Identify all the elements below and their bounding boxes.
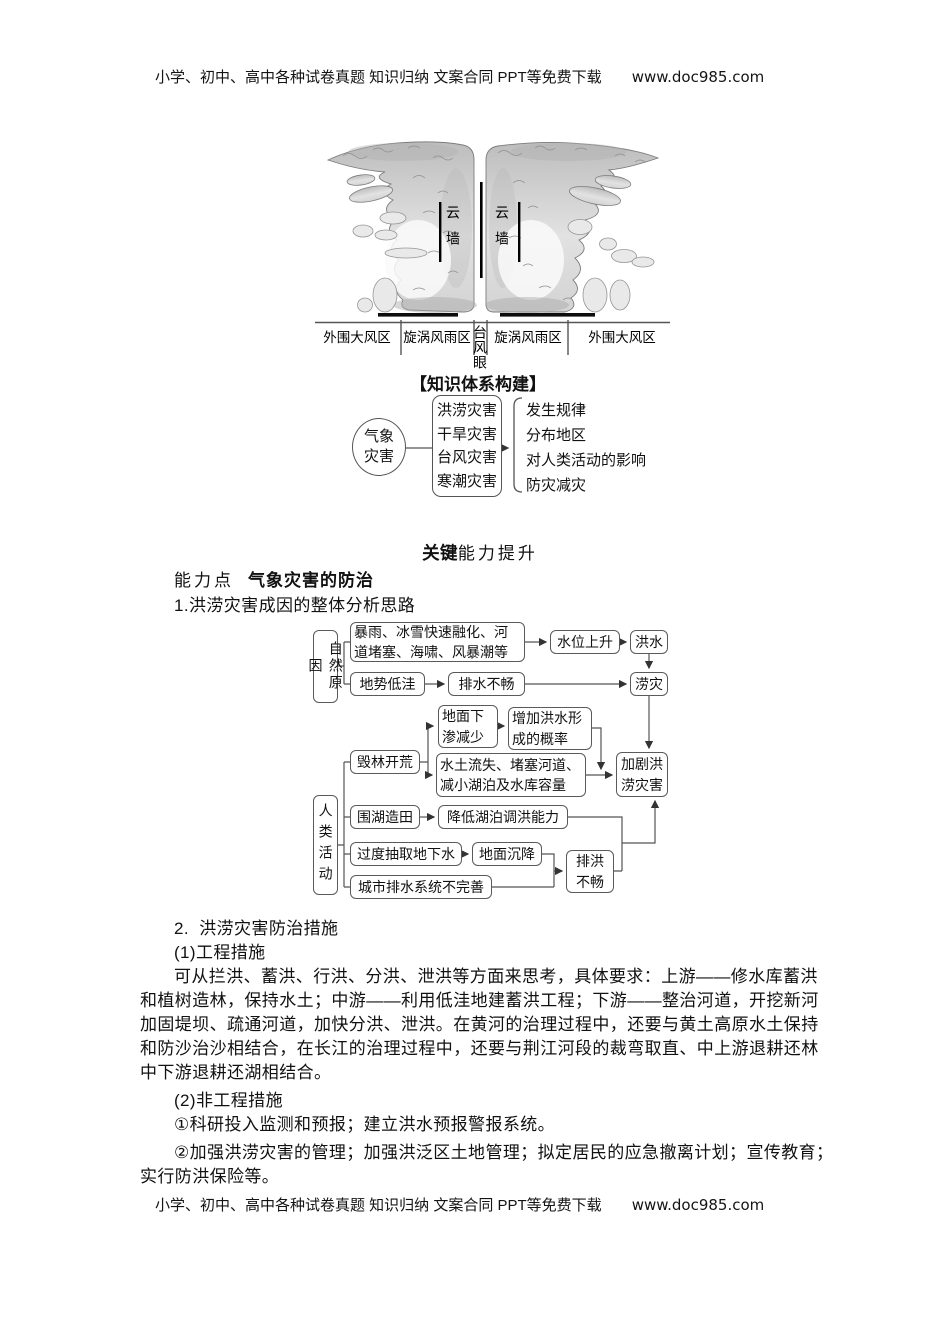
aspect-item: 发生规律: [526, 402, 587, 419]
section-heading-rest: 能力提升: [457, 544, 538, 563]
flow-node-low-terrain: 地势低洼: [350, 672, 425, 696]
ability-point-label: 能力点: [174, 571, 234, 590]
paragraph-line: 和防沙治沙相结合，在长江的治理过程中，还要与荆江河段的裁弯取直、中上游退耕还林: [140, 1039, 819, 1058]
footer-url: www.doc985.com: [631, 1196, 765, 1214]
zone-label-vortex-left: 旋涡风雨区: [403, 330, 471, 345]
flow-node-flood: 洪水: [630, 630, 668, 654]
flow-node-lake-capacity: 降低湖泊调洪能力: [438, 805, 568, 829]
paragraph-line: 中下游退耕还湖相结合。: [140, 1063, 332, 1082]
aspect-item: 分布地区: [526, 427, 587, 444]
flow-node-flood-probability: 增加洪水形成的概率: [508, 707, 592, 750]
paragraph-line: 加固堤坝、疏通河道，加快分洪、泄洪。在黄河的治理过程中，还要与黄土高原水土保持: [140, 1015, 819, 1034]
disaster-type: 干旱灾害: [436, 425, 497, 443]
paragraph-line: 和植树造林，保持水土；中游——利用低洼地建蓄洪工程；下游——整治河道，开挖新河: [140, 991, 819, 1010]
knowledge-map-connectors: [406, 397, 523, 493]
typhoon-eye-axis-line: [480, 182, 483, 278]
measure1-title: (1)工程措施: [174, 943, 266, 962]
flow-node-subsidence: 地面沉降: [472, 842, 542, 866]
flow-node-less-infiltration: 地面下渗减少: [438, 705, 498, 748]
flow-node-rain: 暴雨、冰雪快速融化、河道堵塞、海啸、风暴潮等: [350, 622, 525, 662]
measure2-title: (2)非工程措施: [174, 1091, 283, 1110]
flow-node-waterlogging: 涝灾: [630, 672, 668, 696]
flood-cause-flowchart: 自然原因 暴雨、冰雪快速融化、河道堵塞、海啸、风暴潮等 水位上升 洪水 地势低洼…: [300, 615, 700, 915]
flow-node-lake-reclamation: 围湖造田: [350, 805, 420, 829]
brace: [513, 397, 523, 493]
knowledge-map-root-node: 气象灾害: [352, 418, 406, 476]
flow-node-poor-drainage: 排水不畅: [448, 672, 525, 696]
cloud-texture: [342, 145, 646, 301]
cloud-wall-label-left: 云墙: [445, 205, 461, 257]
zone-axis: [315, 320, 670, 355]
cloud-wall-line-right: [518, 202, 521, 262]
ability-point-title: 气象灾害的防治: [248, 571, 374, 590]
page-header: 小学、初中、高中各种试卷真题 知识归纳 文案合同 PPT等免费下载 www.doc…: [155, 66, 764, 87]
knowledge-system-map: 【知识体系构建】 气象灾害 洪涝灾害 干旱灾害 台风灾害 寒潮灾害 发生规律 分…: [340, 368, 670, 508]
header-url: www.doc985.com: [631, 68, 765, 86]
small-clouds: [352, 211, 655, 313]
eye-and-wall-lines: [439, 182, 521, 278]
cloud-wall-line-left: [439, 202, 442, 262]
ability-point-line: 能力点气象灾害的防治: [140, 571, 820, 591]
flow-node-water-rise: 水位上升: [550, 630, 620, 654]
flow-node-human-activity: 人类活动: [313, 795, 338, 895]
aspect-item: 对人类活动的影响: [526, 452, 647, 469]
knowledge-map-title: 【知识体系构建】: [410, 375, 546, 394]
zone-label-outer-wind-right: 外围大风区: [588, 330, 656, 345]
disaster-type: 洪涝灾害: [436, 402, 497, 420]
list-item-1: 1.洪涝灾害成因的整体分析思路: [174, 596, 416, 615]
zone-bars: [378, 313, 595, 317]
nonengineering-item-1: ①科研投入监测和预报；建立洪水预报警报系统。: [174, 1115, 556, 1134]
section-heading-strong: 关键: [422, 543, 458, 563]
flow-node-aggravate: 加剧洪涝灾害: [616, 752, 668, 797]
page-footer: 小学、初中、高中各种试卷真题 知识归纳 文案合同 PPT等免费下载 www.doc…: [155, 1194, 764, 1215]
typhoon-cross-section-figure: 云墙 云墙 外围大风区 旋涡风雨区 台风眼 旋涡风雨区 外围大风区: [313, 138, 673, 388]
flow-node-natural-cause: 自然原因: [308, 630, 344, 703]
footer-text: 小学、初中、高中各种试卷真题 知识归纳 文案合同 PPT等免费下载: [155, 1197, 602, 1214]
zone-label-vortex-right: 旋涡风雨区: [494, 330, 562, 345]
flow-node-groundwater: 过度抽取地下水: [350, 842, 462, 866]
paragraph-line: 可从拦洪、蓄洪、行洪、分洪、泄洪等方面来思考，具体要求：上游——修水库蓄洪: [174, 967, 818, 986]
zone-label-outer-wind-left: 外围大风区: [323, 330, 391, 345]
typhoon-illustration: [315, 141, 670, 355]
flow-node-erosion: 水土流失、堵塞河道、减小湖泊及水库容量: [436, 753, 586, 797]
aspect-item: 防灾减灾: [526, 477, 587, 494]
nonengineering-item-2-line: 实行防洪保险等。: [140, 1167, 280, 1186]
flow-node-drain-block: 排洪不畅: [566, 850, 614, 893]
zone-label-typhoon-eye: 台风眼: [472, 325, 488, 370]
flow-node-deforestation: 毁林开荒: [350, 750, 420, 774]
disaster-type: 寒潮灾害: [436, 472, 497, 490]
cloud-wall-label-right: 云墙: [494, 205, 510, 257]
nonengineering-item-2-line: ②加强洪涝灾害的管理；加强洪泛区土地管理；拟定居民的应急撤离计划；宣传教育；: [174, 1143, 834, 1162]
list-item-2: 2. 洪涝灾害防治措施: [174, 919, 339, 938]
flowchart-connectors: [338, 637, 660, 888]
disaster-type: 台风灾害: [436, 449, 497, 467]
header-text: 小学、初中、高中各种试卷真题 知识归纳 文案合同 PPT等免费下载: [155, 69, 602, 86]
section-heading: 关键能力提升: [140, 543, 820, 564]
cloud-left: [326, 141, 477, 313]
disaster-type-box: 洪涝灾害 干旱灾害 台风灾害 寒潮灾害: [432, 395, 502, 497]
flow-node-city-drainage: 城市排水系统不完善: [350, 875, 492, 899]
